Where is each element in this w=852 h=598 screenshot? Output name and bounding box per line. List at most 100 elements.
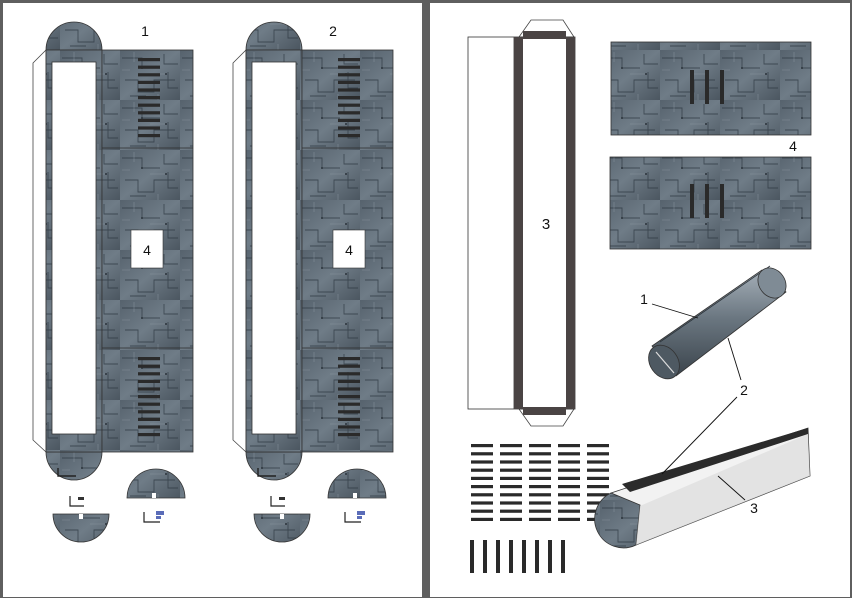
- slot-strip: [529, 509, 551, 513]
- inner-window: [251, 61, 297, 435]
- slot-mark: [138, 134, 160, 138]
- slot-mark-icon: [357, 511, 365, 515]
- slot-strip: [529, 493, 551, 497]
- slot-mark: [138, 88, 160, 92]
- slot-bar: [483, 540, 487, 573]
- slot-strip: [471, 493, 493, 497]
- slot-group-bottom: [138, 357, 160, 437]
- slot-strip: [471, 476, 493, 480]
- slot-strip: [558, 517, 580, 521]
- slot-strip: [558, 468, 580, 472]
- center-label-box: [332, 229, 366, 269]
- leader-line-1: [651, 303, 699, 319]
- center-label: 4: [143, 242, 151, 258]
- slot-mark: [338, 357, 360, 361]
- slot-strip: [529, 501, 551, 505]
- slot-strip: [587, 476, 609, 480]
- end-cap-top: [245, 21, 303, 51]
- assembled-trough: [594, 427, 811, 549]
- slot-strip: [500, 493, 522, 497]
- leader-line-3: [717, 475, 746, 501]
- slot-strip: [529, 444, 551, 448]
- leader-line-2: [727, 337, 742, 381]
- slot-strip: [471, 509, 493, 513]
- slot-mark: [338, 433, 360, 437]
- disc-set-2: [253, 468, 387, 543]
- slot-mark: [338, 65, 360, 69]
- center-label-box: [130, 229, 164, 269]
- slot-mark: [338, 387, 360, 391]
- callout-label-1: 1: [640, 291, 648, 307]
- slot-mark: [138, 425, 160, 429]
- slot-mark: [138, 357, 160, 361]
- cut-line-icon: [257, 468, 276, 477]
- slot-mark-icon: [78, 497, 84, 500]
- cut-line-icon: [57, 468, 76, 477]
- end-cap-top: [45, 21, 103, 51]
- slot-strip: [558, 501, 580, 505]
- slot-strip: [587, 493, 609, 497]
- slot-group-bottom: [338, 357, 360, 437]
- slot-strip: [529, 452, 551, 456]
- end-cap-bottom: [45, 451, 103, 481]
- slot-strip: [558, 509, 580, 513]
- slot-mark: [138, 364, 160, 368]
- slot-strip: [587, 501, 609, 505]
- part-strip-2: 4 2: [232, 21, 394, 481]
- slot-mark: [138, 433, 160, 437]
- slot-mark: [138, 402, 160, 406]
- slot-mark: [338, 395, 360, 399]
- slot-mark: [338, 118, 360, 122]
- slot-strip: [500, 444, 522, 448]
- cut-line-icon: [69, 496, 84, 507]
- slot-mark: [138, 372, 160, 376]
- slot-mark: [138, 65, 160, 69]
- slot-strip: [529, 485, 551, 489]
- slot-strip: [587, 444, 609, 448]
- slot-mark: [138, 379, 160, 383]
- slot-mark: [138, 118, 160, 122]
- slot-mark: [338, 402, 360, 406]
- slot-strip: [500, 460, 522, 464]
- slot-strip: [471, 444, 493, 448]
- slot-mark: [138, 387, 160, 391]
- slot-bar: [509, 540, 513, 573]
- slot-mark: [338, 80, 360, 84]
- inner-window: [51, 61, 97, 435]
- slot-mark: [338, 58, 360, 62]
- slot-bar-row: [470, 540, 565, 573]
- panel-label: 3: [542, 216, 550, 233]
- callout-label-3: 3: [750, 500, 758, 516]
- cut-line-icon: [344, 512, 361, 523]
- hull-panel-b: [609, 156, 812, 250]
- slot-mark: [338, 96, 360, 100]
- slot-strip: [587, 485, 609, 489]
- slot-strip-grid: [471, 444, 609, 521]
- part-strip-1: 4 1: [32, 21, 194, 481]
- slot-mark-icon: [279, 497, 285, 500]
- slot-mark: [338, 417, 360, 421]
- slot-strip: [529, 468, 551, 472]
- slot-strip: [500, 509, 522, 513]
- cut-line-icon: [143, 512, 160, 523]
- cut-line-icon: [270, 496, 285, 507]
- slot-strip: [558, 493, 580, 497]
- strip-number: 2: [329, 23, 337, 39]
- hull-panel-a: [610, 41, 812, 136]
- slot-strip: [500, 517, 522, 521]
- strip-number: 1: [141, 23, 149, 39]
- disc-set-1: [52, 468, 186, 543]
- slot-bar: [522, 540, 526, 573]
- slot-strip: [558, 452, 580, 456]
- slot-bar: [561, 540, 565, 573]
- slot-strip: [529, 460, 551, 464]
- slot-mark: [338, 111, 360, 115]
- slot-strip: [529, 476, 551, 480]
- slot-mark: [138, 80, 160, 84]
- slot-strip: [529, 517, 551, 521]
- slot-mark: [338, 126, 360, 130]
- panel-label: 4: [789, 138, 797, 154]
- slot-strip: [587, 452, 609, 456]
- slot-strip: [587, 460, 609, 464]
